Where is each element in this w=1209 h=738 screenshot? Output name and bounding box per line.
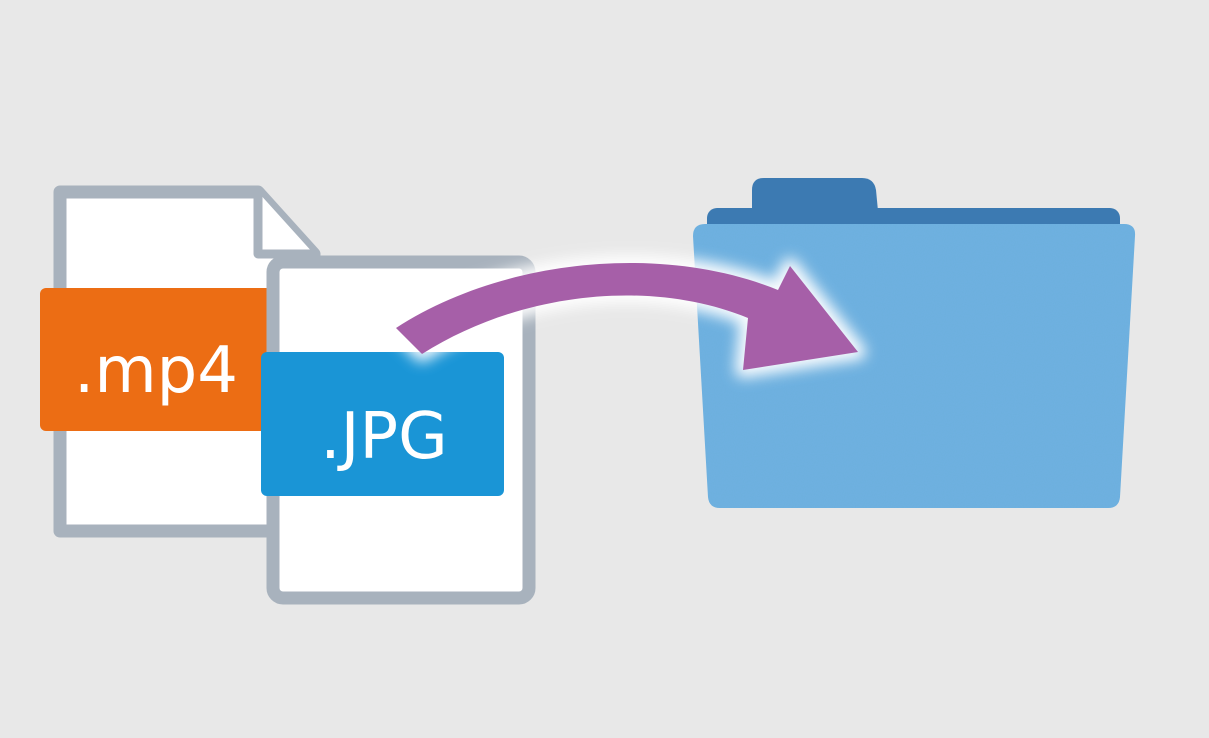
jpg-file-icon: .JPG [261, 255, 536, 605]
mp4-document-corner-fold [253, 192, 314, 259]
mp4-extension-label: .mp4 [74, 334, 238, 408]
jpg-extension-label: .JPG [320, 400, 447, 474]
mp4-label-band [40, 288, 272, 431]
jpg-label-band [261, 352, 504, 496]
curved-arrow-shape [396, 262, 858, 370]
curved-arrow-icon [388, 254, 866, 378]
